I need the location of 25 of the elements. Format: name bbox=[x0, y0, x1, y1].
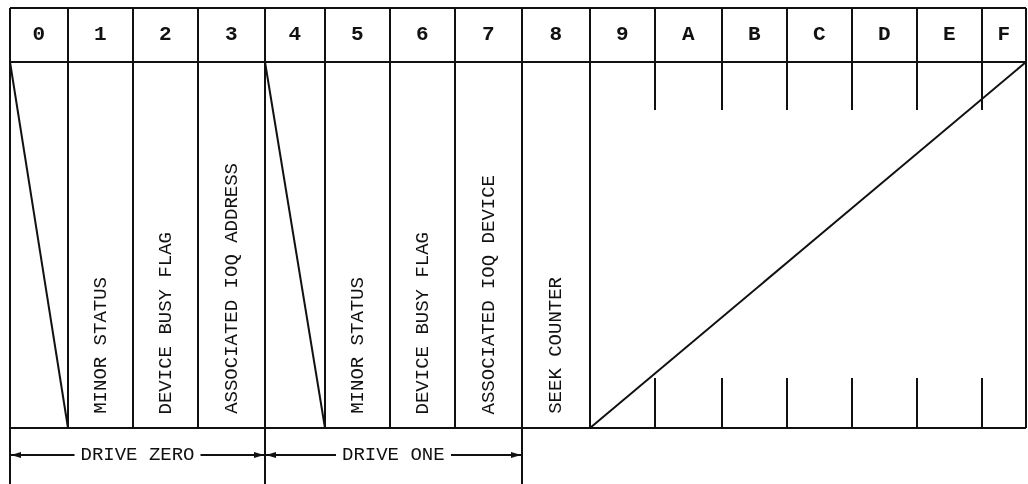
span-label: DRIVE ONE bbox=[342, 444, 445, 466]
bit-number: D bbox=[878, 23, 891, 47]
field-label: MINOR STATUS bbox=[346, 277, 369, 414]
bit-number: 6 bbox=[416, 23, 429, 47]
bit-number: 8 bbox=[549, 23, 563, 47]
field-label: SEEK COUNTER bbox=[545, 277, 567, 414]
bit-number: F bbox=[997, 23, 1011, 47]
field-label: DEVICE BUSY FLAG bbox=[411, 232, 434, 415]
bit-number: 7 bbox=[482, 23, 495, 47]
bit-number: 4 bbox=[288, 23, 302, 47]
bit-number: 0 bbox=[32, 23, 46, 47]
field-label: DEVICE BUSY FLAG bbox=[154, 232, 177, 415]
field-label: ASSOCIATED IOQ ADDRESS bbox=[220, 163, 243, 414]
span-label: DRIVE ZERO bbox=[80, 444, 195, 466]
bit-number: A bbox=[682, 23, 695, 47]
bit-number: 1 bbox=[94, 23, 107, 47]
field-label: MINOR STATUS bbox=[89, 277, 112, 414]
bit-number: B bbox=[748, 23, 761, 47]
bit-number: 9 bbox=[616, 23, 629, 47]
bit-number: E bbox=[943, 23, 956, 47]
bit-number: 2 bbox=[159, 23, 172, 47]
bit-number: 3 bbox=[225, 23, 238, 47]
field-label: ASSOCIATED IOQ DEVICE bbox=[477, 175, 500, 415]
bit-number: C bbox=[813, 23, 826, 47]
bit-number: 5 bbox=[351, 23, 364, 47]
